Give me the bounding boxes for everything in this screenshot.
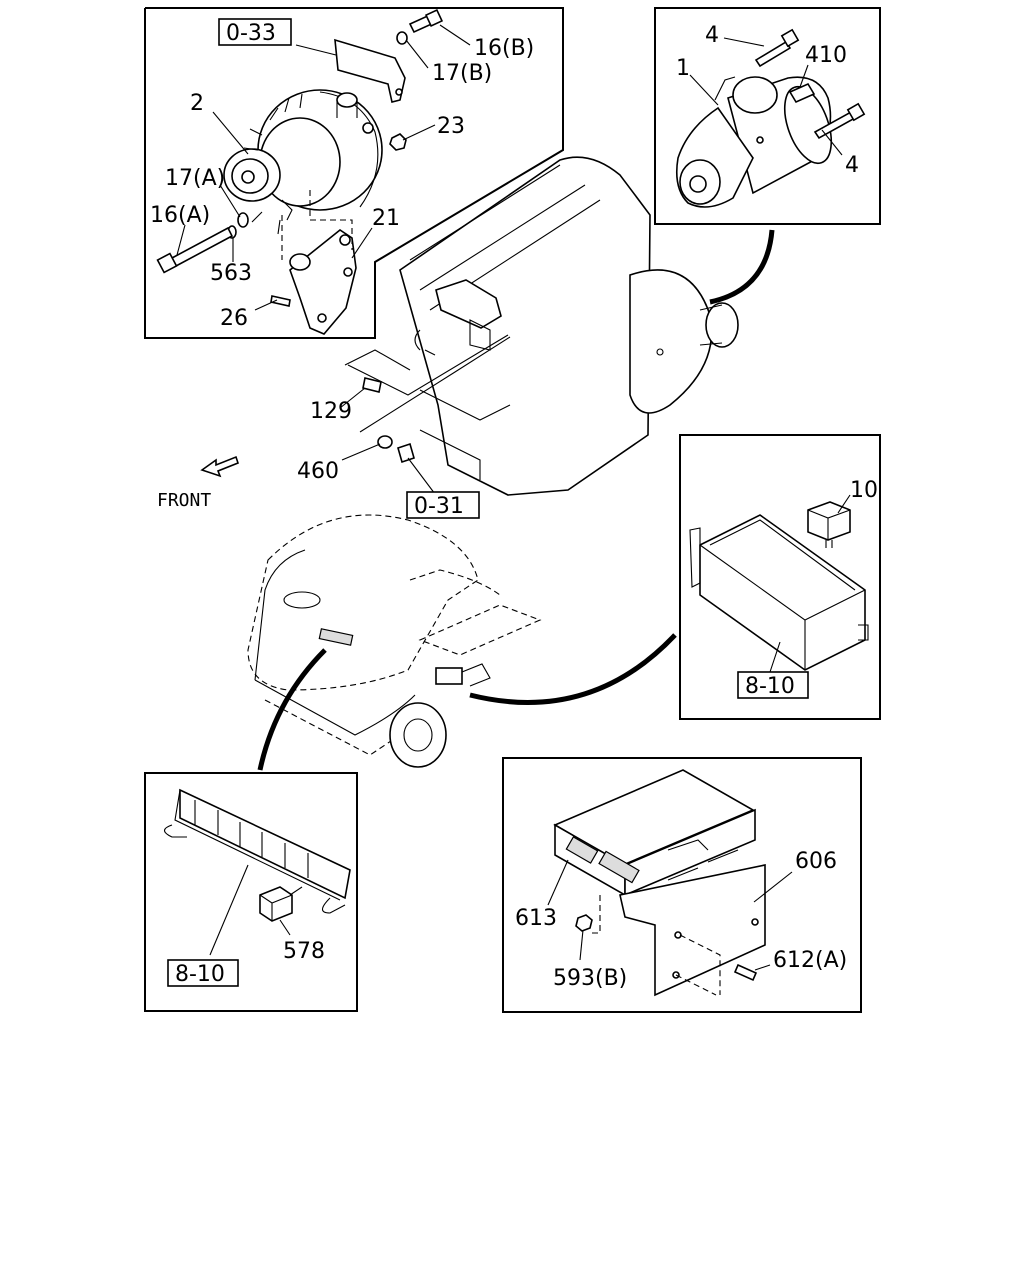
bolt-16a-drawing: [156, 226, 234, 274]
callout-612a: 612(A): [773, 948, 847, 973]
callout-460: 460: [297, 459, 339, 484]
fuse-panel: [144, 772, 358, 1012]
reference-boxes: 0-33 0-31 8-10 8-10: [167, 18, 809, 987]
callout-10: 10: [850, 478, 878, 503]
relay-panel: [679, 434, 881, 720]
ecu-bracket-606: [619, 864, 766, 997]
relay-box-location: [435, 667, 463, 685]
engine-drawing: [399, 156, 739, 496]
callout-129: 129: [310, 399, 352, 424]
fuse-box-location: [318, 628, 354, 646]
truck-drawing: [247, 514, 542, 768]
front-direction-arrow: [200, 455, 239, 478]
callout-17a: 17(A): [165, 166, 225, 191]
washer-17a-drawing: [237, 212, 249, 228]
bolt-129-drawing: [362, 377, 382, 393]
starter-motor-drawing: [675, 76, 833, 208]
callout-21: 21: [372, 206, 400, 231]
nut-410-drawing: [788, 82, 816, 104]
callout-4-top: 4: [705, 23, 719, 48]
bolt-4-top-drawing: [754, 40, 792, 68]
callout-1: 1: [676, 56, 690, 81]
bolt-4-top-head: [780, 28, 800, 48]
callout-16a: 16(A): [150, 203, 210, 228]
front-label: FRONT: [157, 490, 211, 511]
callout-26: 26: [220, 306, 248, 331]
relay-10-drawing: [807, 501, 851, 548]
bolt-16b-drawing: [396, 8, 444, 45]
fuse-connector-curve: [257, 648, 327, 771]
ref-0-31[interactable]: 0-31: [414, 494, 464, 519]
fuse-578-drawing: [259, 886, 293, 922]
callout-16b: 16(B): [474, 36, 534, 61]
callout-2: 2: [190, 91, 204, 116]
alternator-drawing: [223, 89, 383, 235]
ecu-panel: [502, 757, 862, 1013]
bolt-26-drawing: [270, 295, 291, 307]
ref-0-33[interactable]: 0-33: [226, 21, 276, 46]
callout-23: 23: [437, 114, 465, 139]
callout-4-bottom: 4: [845, 153, 859, 178]
nut-23-drawing: [389, 133, 407, 151]
plug-drawing: [397, 442, 415, 464]
ref-8-10-relay[interactable]: 8-10: [745, 674, 795, 699]
starter-panel: [654, 7, 881, 225]
callout-578: 578: [283, 939, 325, 964]
callout-563: 563: [210, 261, 252, 286]
callout-593b: 593(B): [553, 966, 627, 991]
nut-593b-drawing: [575, 914, 593, 932]
relay-connector-curve: [469, 633, 677, 705]
callout-606: 606: [795, 849, 837, 874]
washer-460-drawing: [377, 435, 393, 449]
bolt-612a-drawing: [733, 963, 758, 982]
ref-8-10-fuse[interactable]: 8-10: [175, 962, 225, 987]
callout-613: 613: [515, 906, 557, 931]
callout-17b: 17(B): [432, 61, 492, 86]
alternator-panel: [144, 7, 564, 339]
upper-bracket: [334, 38, 406, 103]
alternator-bracket-21: [289, 229, 357, 335]
callout-410: 410: [805, 43, 847, 68]
ecu-unit-drawing: [553, 769, 756, 897]
callout-labels: 2 16(B) 17(B) 23 17(A) 16(A) 21 563 26 4…: [150, 23, 878, 991]
starter-connector-curve: [709, 229, 775, 305]
bolt-4-bottom-head: [846, 102, 866, 122]
